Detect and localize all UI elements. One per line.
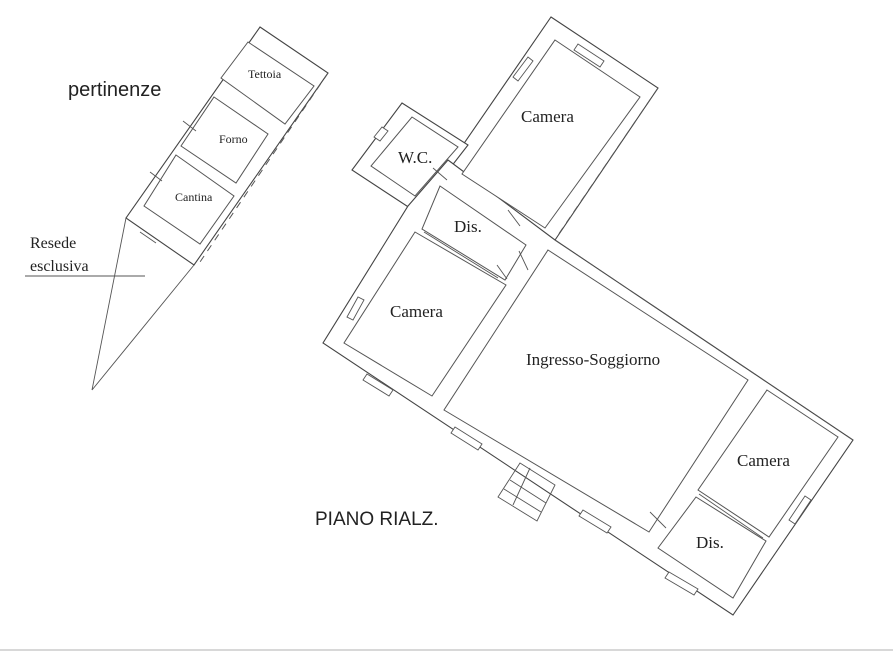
ingresso-soggiorno-label: Ingresso-Soggiorno [526, 350, 660, 369]
dis-bottom-label: Dis. [696, 533, 724, 552]
camera-left-label: Camera [390, 302, 443, 321]
wc-label: W.C. [398, 148, 432, 167]
camera-top-label: Camera [521, 107, 574, 126]
tettoia-label: Tettoia [248, 67, 282, 81]
room-dis-mid [421, 185, 527, 281]
pertinenze-building [125, 26, 329, 266]
pertinenze-label: pertinenze [68, 79, 161, 101]
room-camera-left [343, 231, 507, 397]
room-camera-top [461, 39, 641, 229]
room-dis-bottom [657, 496, 767, 599]
floor-level-label: PIANO RIALZ. [315, 509, 439, 530]
resede-label-line1: Resede [30, 235, 76, 252]
resede-label-line2: esclusiva [30, 258, 89, 275]
forno-label: Forno [219, 132, 248, 146]
resede-area [25, 217, 195, 391]
room-wc [370, 116, 459, 197]
cantina-label: Cantina [175, 190, 213, 204]
dis-mid-label: Dis. [454, 217, 482, 236]
room-ingresso [443, 249, 749, 533]
room-camera-right [697, 389, 839, 538]
camera-right-label: Camera [737, 451, 790, 470]
main-house [322, 16, 854, 616]
